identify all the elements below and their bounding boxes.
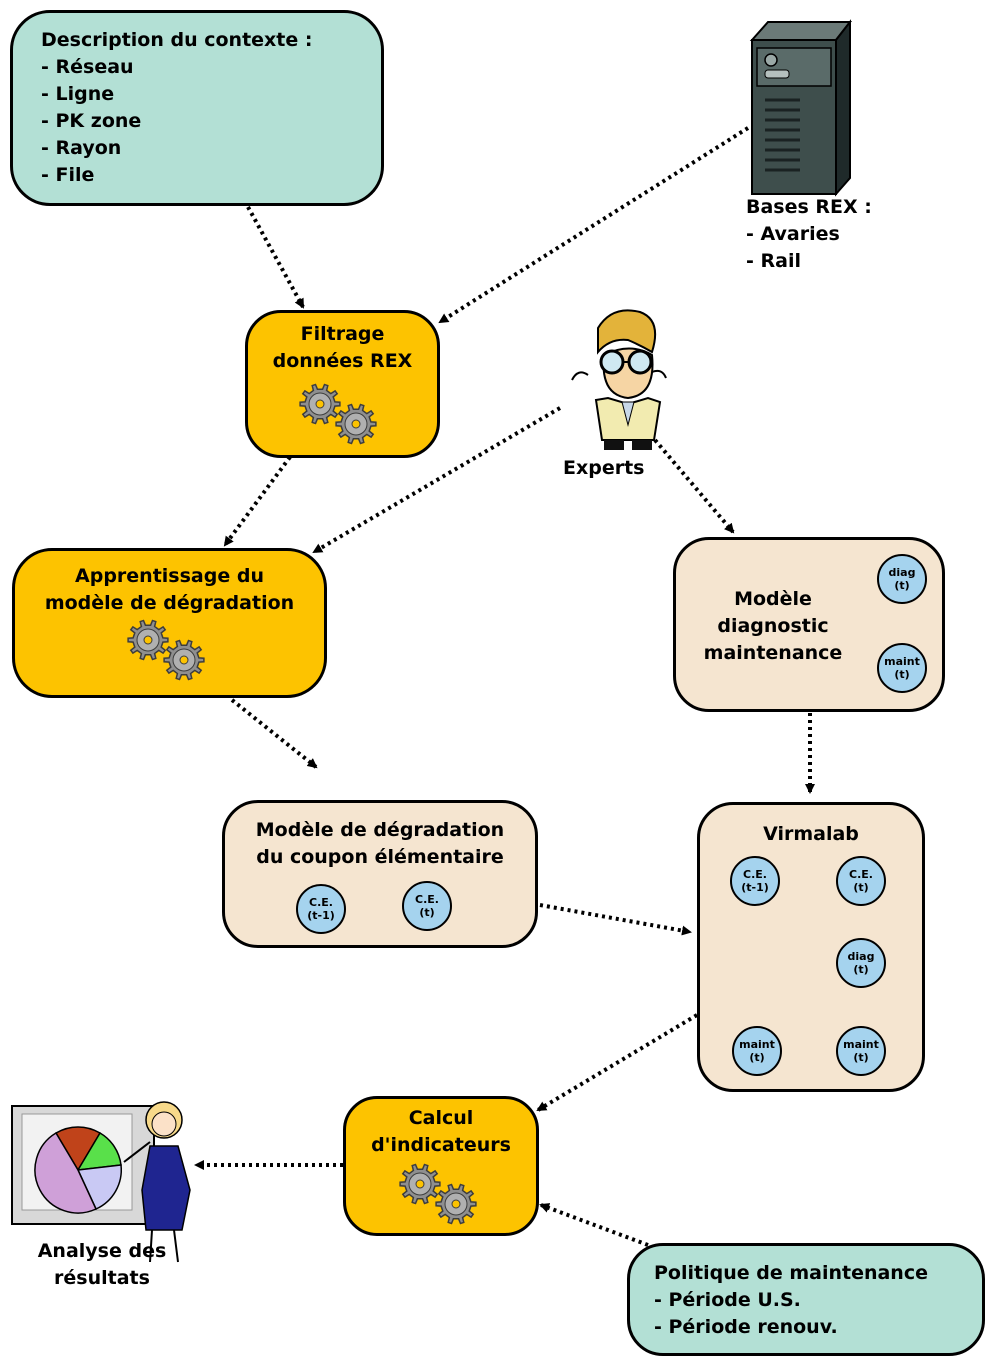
arrow-experts-to-learning <box>312 406 562 554</box>
v-node-maint-right: maint (t) <box>836 1026 886 1076</box>
experts-label: Experts <box>563 457 645 479</box>
v-node-ce-prev: C.E. (t-1) <box>730 856 780 906</box>
v-node-maint-right-label: maint <box>843 1038 879 1051</box>
gear-axle <box>415 1179 425 1189</box>
node-diag: diag (t) <box>877 554 927 604</box>
arrow-coupon-to-virmalab <box>539 903 692 936</box>
context-box: Description du contexte : - Réseau - Lig… <box>10 10 384 206</box>
context-item: - PK zone <box>41 110 142 132</box>
policy-box: Politique de maintenance - Période U.S. … <box>627 1243 985 1356</box>
rex-bases-label: Bases REX : - Avaries - Rail <box>746 194 872 275</box>
arrow-learning-to-coupon <box>230 698 318 769</box>
v-node-diag: diag (t) <box>836 938 886 988</box>
node-ce: C.E. (t) <box>402 881 452 931</box>
policy-item: - Période U.S. <box>654 1289 801 1311</box>
v-node-ce-prev-time: (t-1) <box>741 881 769 894</box>
gears-icon <box>127 619 205 681</box>
node-ce-prev-label: C.E. <box>309 896 333 909</box>
learning-title-2: modèle de dégradation <box>44 592 295 614</box>
arrow-virmalab-to-indicators <box>536 1013 699 1112</box>
node-diag-time: (t) <box>894 579 910 592</box>
arrow-experts-to-diag <box>653 438 735 534</box>
v-node-ce-label: C.E. <box>849 868 873 881</box>
v-node-maint-left-time: (t) <box>749 1051 765 1064</box>
server-icon <box>749 19 853 197</box>
gear-axle <box>179 655 189 665</box>
arrow-rex-to-filtering <box>438 126 750 324</box>
policy-list: - Période U.S. - Période renouv. <box>654 1287 982 1341</box>
v-node-ce: C.E. (t) <box>836 856 886 906</box>
node-ce-prev: C.E. (t-1) <box>296 884 346 934</box>
policy-title: Politique de maintenance <box>654 1262 928 1284</box>
diag-model-title-1: Modèle <box>734 588 812 610</box>
rex-bases-title: Bases REX : <box>746 196 872 218</box>
v-node-ce-prev-label: C.E. <box>743 868 767 881</box>
node-maint-label: maint <box>884 655 920 668</box>
context-item: - Réseau <box>41 56 134 78</box>
v-node-maint-right-time: (t) <box>853 1051 869 1064</box>
indicators-title-2: d'indicateurs <box>371 1134 511 1156</box>
context-item: - Ligne <box>41 83 115 105</box>
node-ce-label: C.E. <box>415 893 439 906</box>
coupon-model-title-2: du coupon élémentaire <box>256 846 504 868</box>
learning-title-1: Apprentissage du <box>75 565 264 587</box>
arrow-context-to-filtering <box>246 206 305 309</box>
analysis-label-1: Analyse des <box>37 1240 167 1262</box>
gear-axle <box>451 1199 461 1209</box>
node-maint: maint (t) <box>877 643 927 693</box>
context-list: - Réseau - Ligne - PK zone - Rayon - Fil… <box>41 54 381 189</box>
gear-axle <box>315 399 325 409</box>
filtering-title-2: données REX <box>272 350 413 372</box>
indicators-title-1: Calcul <box>408 1107 474 1129</box>
coupon-model-box: Modèle de dégradation du coupon élémenta… <box>222 800 538 948</box>
node-maint-time: (t) <box>894 668 910 681</box>
context-title: Description du contexte : <box>41 29 313 51</box>
node-ce-prev-time: (t-1) <box>307 909 335 922</box>
expert-icon <box>571 309 667 450</box>
v-node-maint-left-label: maint <box>739 1038 775 1051</box>
filtering-title-1: Filtrage <box>300 323 385 345</box>
v-node-diag-label: diag <box>847 950 875 963</box>
diag-model-title-3: maintenance <box>703 642 843 664</box>
gears-icon <box>399 1163 477 1225</box>
v-node-ce-time: (t) <box>853 881 869 894</box>
arrow-policy-to-indicators <box>539 1203 649 1247</box>
diag-model-title-2: diagnostic <box>717 615 829 637</box>
gear-axle <box>351 419 361 429</box>
coupon-model-title-1: Modèle de dégradation <box>255 819 505 841</box>
rex-bases-item: - Avaries <box>746 223 840 245</box>
arrow-filtering-to-learning <box>223 455 292 547</box>
v-node-maint-left: maint (t) <box>732 1026 782 1076</box>
v-node-diag-time: (t) <box>853 963 869 976</box>
node-ce-time: (t) <box>419 906 435 919</box>
analysis-label: Analyse des résultats <box>22 1238 182 1292</box>
policy-item: - Période renouv. <box>654 1316 838 1338</box>
rex-bases-item: - Rail <box>746 250 801 272</box>
virmalab-title: Virmalab <box>763 823 859 845</box>
diag-model-title: Modèle diagnostic maintenance <box>698 586 848 667</box>
context-item: - File <box>41 164 95 186</box>
gear-axle <box>143 635 153 645</box>
node-diag-label: diag <box>888 566 916 579</box>
gears-icon <box>299 383 377 445</box>
analysis-label-2: résultats <box>54 1267 150 1289</box>
presenter-icon <box>11 1101 191 1263</box>
context-item: - Rayon <box>41 137 122 159</box>
